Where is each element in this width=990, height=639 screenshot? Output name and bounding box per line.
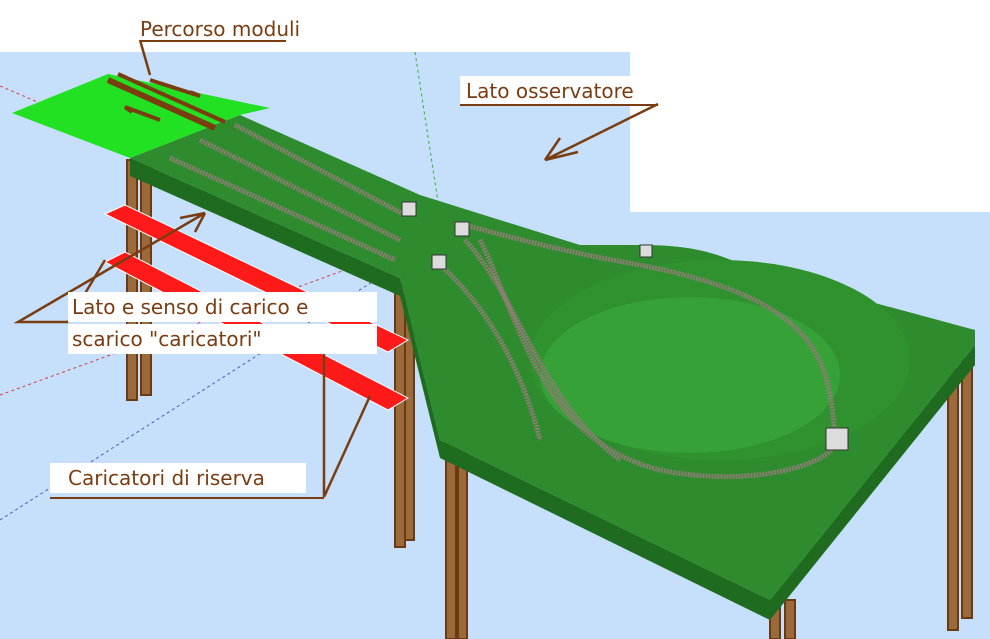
label-lato-osservatore: Lato osservatore xyxy=(460,76,640,106)
tunnel-portals xyxy=(401,201,849,451)
label-lato-osservatore-underline xyxy=(460,104,658,106)
leg-front-1 xyxy=(445,437,457,639)
track-network xyxy=(168,122,838,479)
tunnel-portal-icon xyxy=(431,254,447,270)
annotation-arrow-icon xyxy=(322,395,372,498)
leg-middle-1 xyxy=(394,284,406,548)
sky-top-left-white xyxy=(0,0,630,52)
label-lato-senso-line1: Lato e senso di carico e xyxy=(68,292,377,322)
module-track-2 xyxy=(117,72,226,124)
track-yard-1 xyxy=(233,122,407,218)
annotation-arrow-icon xyxy=(138,39,152,76)
leg-front-2 xyxy=(457,444,468,639)
track-yard-3 xyxy=(168,155,397,263)
module-arrow-left xyxy=(123,105,161,122)
track-left-branch xyxy=(438,263,543,441)
annotation-arrow-icon xyxy=(543,102,659,162)
module-arrow-right xyxy=(149,78,201,98)
red-axis-line-2 xyxy=(0,249,401,396)
track-upper-branch xyxy=(464,222,641,268)
leg-left-front xyxy=(126,159,138,401)
label-lato-senso-line2: scarico "caricatori" xyxy=(68,324,377,354)
leg-bottom-2 xyxy=(784,599,796,639)
leg-right-1 xyxy=(947,369,959,631)
label-percorso-moduli: Percorso moduli xyxy=(140,17,301,41)
leg-right-2 xyxy=(961,359,973,619)
track-yard-2 xyxy=(198,137,402,243)
label-caricatori-riserva: Caricatori di riserva xyxy=(50,463,306,493)
board-side-face xyxy=(130,158,975,620)
track-inner-branch xyxy=(463,238,622,462)
module-green-area xyxy=(12,74,270,158)
label-caricatori-riserva-underline xyxy=(50,497,324,499)
module-track-1 xyxy=(106,77,217,131)
annotation-arrow-icon xyxy=(13,211,207,324)
track-loop xyxy=(477,238,838,479)
tunnel-portal-icon xyxy=(401,201,417,217)
tunnel-portal-icon xyxy=(639,244,653,258)
terrain-hill-2 xyxy=(540,297,840,453)
annotation-arrows xyxy=(13,39,659,498)
label-percorso-moduli-underline xyxy=(140,40,286,42)
sky-top-white xyxy=(630,0,990,212)
tunnel-portal-icon xyxy=(825,427,849,451)
tunnel-portal-icon xyxy=(454,221,470,237)
